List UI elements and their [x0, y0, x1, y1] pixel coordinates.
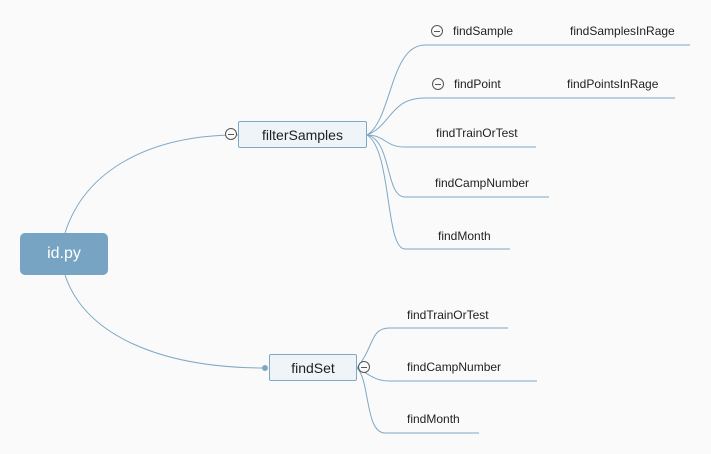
leaf-findcampnumber[interactable]: findCampNumber — [435, 176, 530, 190]
leaf-findsample[interactable]: findSample — [453, 24, 514, 38]
leaf-findmonth[interactable]: findMonth — [438, 229, 491, 243]
root-label: id.py — [47, 245, 81, 262]
leaf-findcampnumber[interactable]: findCampNumber — [407, 360, 502, 374]
connector-findpoint — [366, 97, 675, 136]
connector-findcampnumber-1 — [366, 134, 549, 198]
branch-label: findSet — [291, 359, 335, 376]
connector-root-findset — [64, 274, 267, 369]
connector-findsample — [366, 44, 690, 136]
collapse-icon[interactable] — [358, 361, 370, 373]
connector-findmonth-2 — [356, 367, 479, 434]
connector-findtrainortest-1 — [366, 134, 536, 148]
root-node[interactable]: id.py — [20, 233, 108, 275]
connector-root-filtersamples — [64, 134, 239, 234]
leaf-findpointsinrage[interactable]: findPointsInRage — [567, 77, 659, 91]
collapse-icon[interactable] — [432, 78, 444, 90]
leaf-findsamplesinrage[interactable]: findSamplesInRage — [570, 24, 675, 38]
connector-findtrainortest-2 — [356, 327, 508, 369]
leaf-findtrainortest[interactable]: findTrainOrTest — [436, 126, 518, 140]
leaf-findpoint[interactable]: findPoint — [454, 77, 501, 91]
branch-node-findset[interactable]: findSet — [269, 354, 357, 381]
branch-label: filterSamples — [262, 126, 343, 143]
attach-dot — [262, 365, 268, 371]
leaf-findtrainortest[interactable]: findTrainOrTest — [407, 308, 489, 322]
branch-node-filtersamples[interactable]: filterSamples — [238, 121, 367, 148]
collapse-icon[interactable] — [431, 25, 443, 37]
connector-findmonth-1 — [366, 134, 510, 250]
collapse-icon[interactable] — [225, 128, 237, 140]
leaf-findmonth[interactable]: findMonth — [407, 412, 460, 426]
